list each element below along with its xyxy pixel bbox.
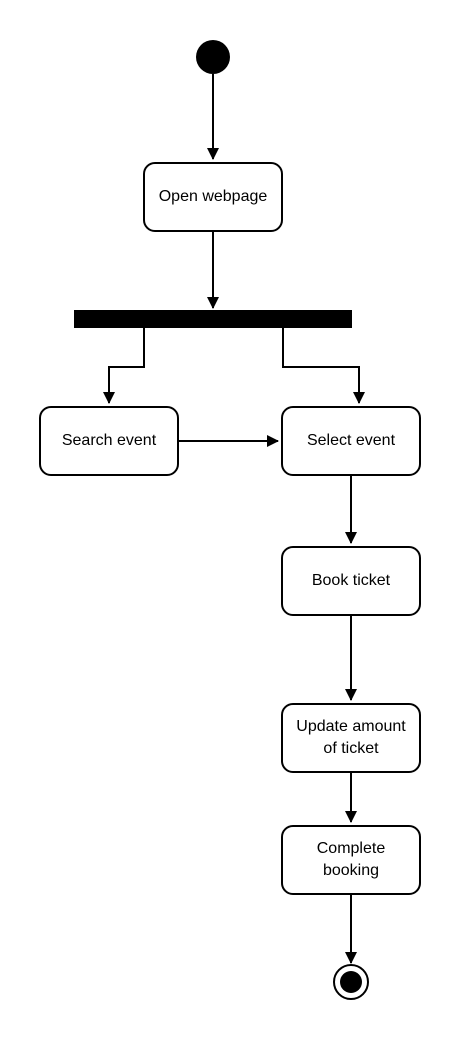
action-open-webpage: Open webpage <box>143 162 283 232</box>
final-node <box>333 964 369 1000</box>
initial-node <box>196 40 230 74</box>
edge-fork-to-select <box>282 328 365 404</box>
action-update-amount-of-ticket: Update amount of ticket <box>281 703 421 773</box>
action-book-ticket: Book ticket <box>281 546 421 616</box>
fork-bar <box>74 310 352 328</box>
action-search-event: Search event <box>39 406 179 476</box>
action-complete-booking: Complete booking <box>281 825 421 895</box>
action-select-event: Select event <box>281 406 421 476</box>
edge-fork-to-search <box>103 328 145 404</box>
